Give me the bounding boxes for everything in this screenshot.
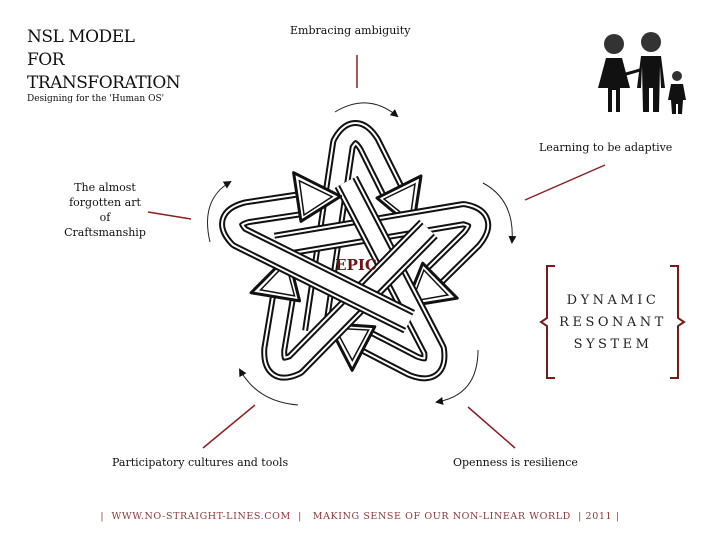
title-line: NSL MODEL <box>27 27 135 47</box>
right-bracket <box>670 265 686 379</box>
label-openness-resilience: Openness is resilience <box>453 456 578 469</box>
slide-title: NSL MODEL FOR TRANSFORATION <box>27 26 181 95</box>
title-line: FOR <box>27 50 65 70</box>
cycle-arrow-icon <box>482 182 517 244</box>
label-line: Craftsmanship <box>64 226 146 239</box>
label-embracing-ambiguity: Embracing ambiguity <box>290 24 411 37</box>
connector-line <box>467 406 516 449</box>
cycle-arrow-icon <box>435 349 479 405</box>
label-participatory-cultures: Participatory cultures and tools <box>112 456 289 469</box>
system-line: SYSTEM <box>573 337 653 352</box>
footer: | WWW.NO-STRAIGHT-LINES.COM | MAKING SEN… <box>100 511 620 522</box>
label-line: of <box>99 211 111 224</box>
cycle-arrow-icon <box>239 368 299 406</box>
system-line: RESONANT <box>559 315 667 330</box>
cycle-arrow-icon <box>334 102 399 118</box>
slide-subtitle: Designing for the 'Human OS' <box>27 94 165 104</box>
title-line: TRANSFORATION <box>27 73 181 93</box>
family-icon <box>598 32 686 114</box>
label-learning-adaptive: Learning to be adaptive <box>539 141 673 154</box>
dynamic-resonant-system: DYNAMIC RESONANT SYSTEM <box>557 290 669 356</box>
connectors <box>147 55 606 449</box>
cycle-arrows <box>207 102 517 406</box>
connector-line <box>202 404 256 449</box>
label-line: The almost <box>74 181 136 194</box>
center-label: EPIC <box>335 256 377 274</box>
connector-line <box>524 164 606 201</box>
label-craftsmanship: The almost forgotten art of Craftsmanshi… <box>40 180 170 240</box>
connector-line <box>147 211 192 220</box>
cycle-arrow-icon <box>207 180 232 243</box>
left-bracket <box>539 265 555 379</box>
system-line: DYNAMIC <box>566 293 660 308</box>
label-line: forgotten art <box>69 196 141 209</box>
system-brackets <box>539 265 686 379</box>
